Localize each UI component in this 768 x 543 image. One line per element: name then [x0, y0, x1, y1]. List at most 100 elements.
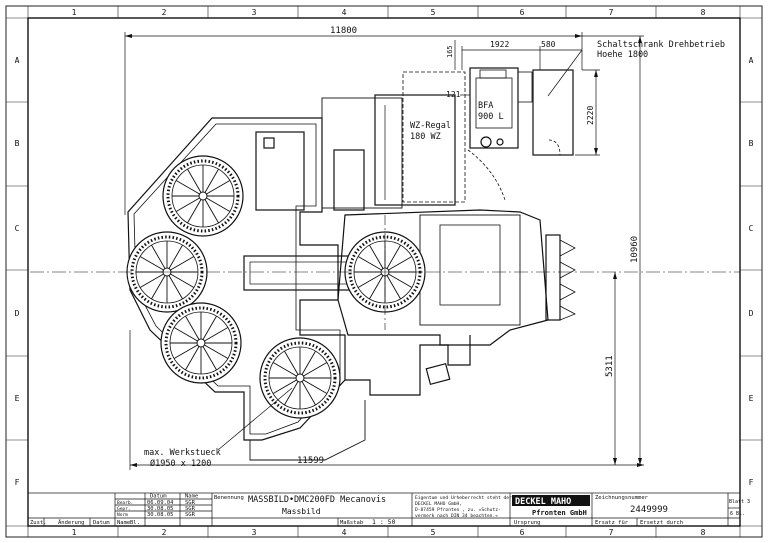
- tb-rev-date: 30.08.05: [147, 512, 174, 518]
- wheel-pockets: [164, 306, 238, 380]
- wheel-spoke: [139, 256, 168, 273]
- zone-row-label: C: [749, 224, 754, 233]
- wheel-pockets: [348, 235, 422, 309]
- guard-block: [333, 149, 365, 211]
- zone-col-label: 1: [72, 528, 77, 537]
- zone-col-label: 3: [252, 8, 257, 17]
- wheel-spoke: [202, 195, 219, 224]
- tb-col-name: Name: [117, 520, 130, 526]
- dim-text-580: 580: [541, 40, 556, 49]
- zone-row-label: F: [15, 478, 20, 487]
- wheel-hub: [198, 191, 208, 201]
- control-panel: [425, 362, 451, 386]
- tb-rev-name: SGR: [185, 506, 196, 512]
- tool-magazine-wheels: [126, 155, 426, 419]
- zone-col-label: 7: [609, 8, 614, 17]
- tb-rev-date: 06.09.04: [147, 500, 174, 506]
- chip-conveyor: [545, 234, 561, 321]
- drawing-number: 2449999: [630, 505, 668, 515]
- wz-regal-label-2: 180 WZ: [410, 132, 441, 142]
- wheel-spoke: [187, 168, 204, 197]
- zone-col-label: 5: [431, 8, 436, 17]
- wheel-spoke: [173, 342, 202, 359]
- zone-row-label: A: [15, 56, 20, 65]
- title-block: [27, 492, 741, 527]
- wheel-spoke: [384, 271, 401, 300]
- tb-rev-label: Norm: [117, 512, 128, 518]
- wheel-hub: [196, 338, 206, 348]
- tb-rev-name: SGR: [185, 500, 196, 506]
- spindle-head: [419, 214, 521, 326]
- dim-text-5311: 5311: [605, 355, 615, 377]
- dim-text-165: 165: [446, 45, 454, 58]
- tb-legal-2: DECKEL MAHO GmbH,: [415, 501, 462, 507]
- zone-col-label: 6: [520, 8, 525, 17]
- tb-ursprung: Ursprung: [514, 520, 541, 526]
- company-logo-bar: [512, 495, 590, 506]
- column-block: [255, 131, 305, 211]
- dimension-lines: [30, 32, 740, 470]
- wheel-spoke: [175, 180, 204, 197]
- company-name: DECKEL MAHO: [515, 497, 571, 507]
- tb-legal-1: Eigentum und Urheberrecht steht der: [415, 495, 512, 501]
- tb-legal-4: vermerk nach DIN 34 beachten.«: [415, 513, 498, 519]
- wheel-spoke: [166, 271, 195, 288]
- wheel-spoke: [384, 244, 401, 273]
- wheel-spoke: [166, 256, 195, 273]
- bfa-label-2: 900 L: [478, 112, 504, 122]
- wheel-spoke: [272, 362, 301, 379]
- bfa-swing-door: [467, 149, 506, 201]
- sheet-count: 6 Bl.: [730, 511, 745, 517]
- zone-col-label: 8: [701, 528, 706, 537]
- tb-ersatz-fuer: Ersatz für: [595, 520, 629, 526]
- arrow: [613, 272, 617, 279]
- zone-col-label: 7: [609, 528, 614, 537]
- arrow: [125, 34, 132, 38]
- leader-cabinet: [547, 49, 583, 97]
- tb-title-2: Massbild: [282, 507, 321, 516]
- column-detail: [263, 137, 275, 149]
- wheel-spoke: [202, 180, 231, 197]
- lower-guard: [345, 335, 471, 396]
- bfa-valve: [496, 138, 504, 146]
- tb-rev-name: SGR: [185, 512, 196, 518]
- zone-row-label: E: [15, 394, 20, 403]
- arrow: [594, 70, 598, 77]
- wheel-spoke: [200, 327, 229, 344]
- cabinet-label-1: Schaltschrank Drehbetrieb: [597, 40, 725, 50]
- wheel-pockets: [263, 341, 337, 415]
- wheel-spoke: [369, 244, 386, 273]
- dim-text-11599: 11599: [297, 456, 324, 466]
- dim-text-121: 121: [446, 90, 461, 99]
- zone-row-label: D: [15, 309, 20, 318]
- zone-col-label: 5: [431, 528, 436, 537]
- wheel-spoke: [299, 377, 328, 394]
- arrow: [638, 36, 642, 43]
- cabinet-swing: [533, 139, 561, 156]
- title-block-grid: [27, 492, 741, 527]
- tb-ersetzt-durch: Ersetzt durch: [640, 520, 683, 526]
- tb-rev-label: Gepr.: [117, 506, 131, 512]
- arrow: [130, 463, 137, 467]
- tb-col-zust: Zust.: [30, 520, 47, 526]
- wheel-hub: [295, 373, 305, 383]
- floor-outline: [249, 400, 366, 461]
- tb-rev-date: 30.08.05: [147, 506, 174, 512]
- leader-workpiece: [217, 387, 293, 451]
- bfa-label-1: BFA: [478, 101, 493, 111]
- tb-legal-3: D-87459 Pfronten , zu. »Schutz-: [415, 507, 501, 513]
- tb-col-aenderung: Änderung: [58, 519, 85, 526]
- wheel-spoke: [299, 350, 316, 379]
- wheel-spoke: [284, 350, 301, 379]
- tb-title-1: MASSBILD•DMC200FD Mecanovis: [248, 495, 386, 505]
- arrow: [637, 463, 644, 467]
- wheel-spoke: [272, 377, 301, 394]
- wheel-spoke: [185, 315, 202, 344]
- arrow: [638, 458, 642, 465]
- zone-col-label: 8: [701, 8, 706, 17]
- wheel-spoke: [299, 377, 316, 406]
- zone-col-label: 2: [162, 8, 167, 17]
- dim-text-10960: 10960: [630, 236, 640, 263]
- arrow: [575, 34, 582, 38]
- wheel-spoke: [299, 362, 328, 379]
